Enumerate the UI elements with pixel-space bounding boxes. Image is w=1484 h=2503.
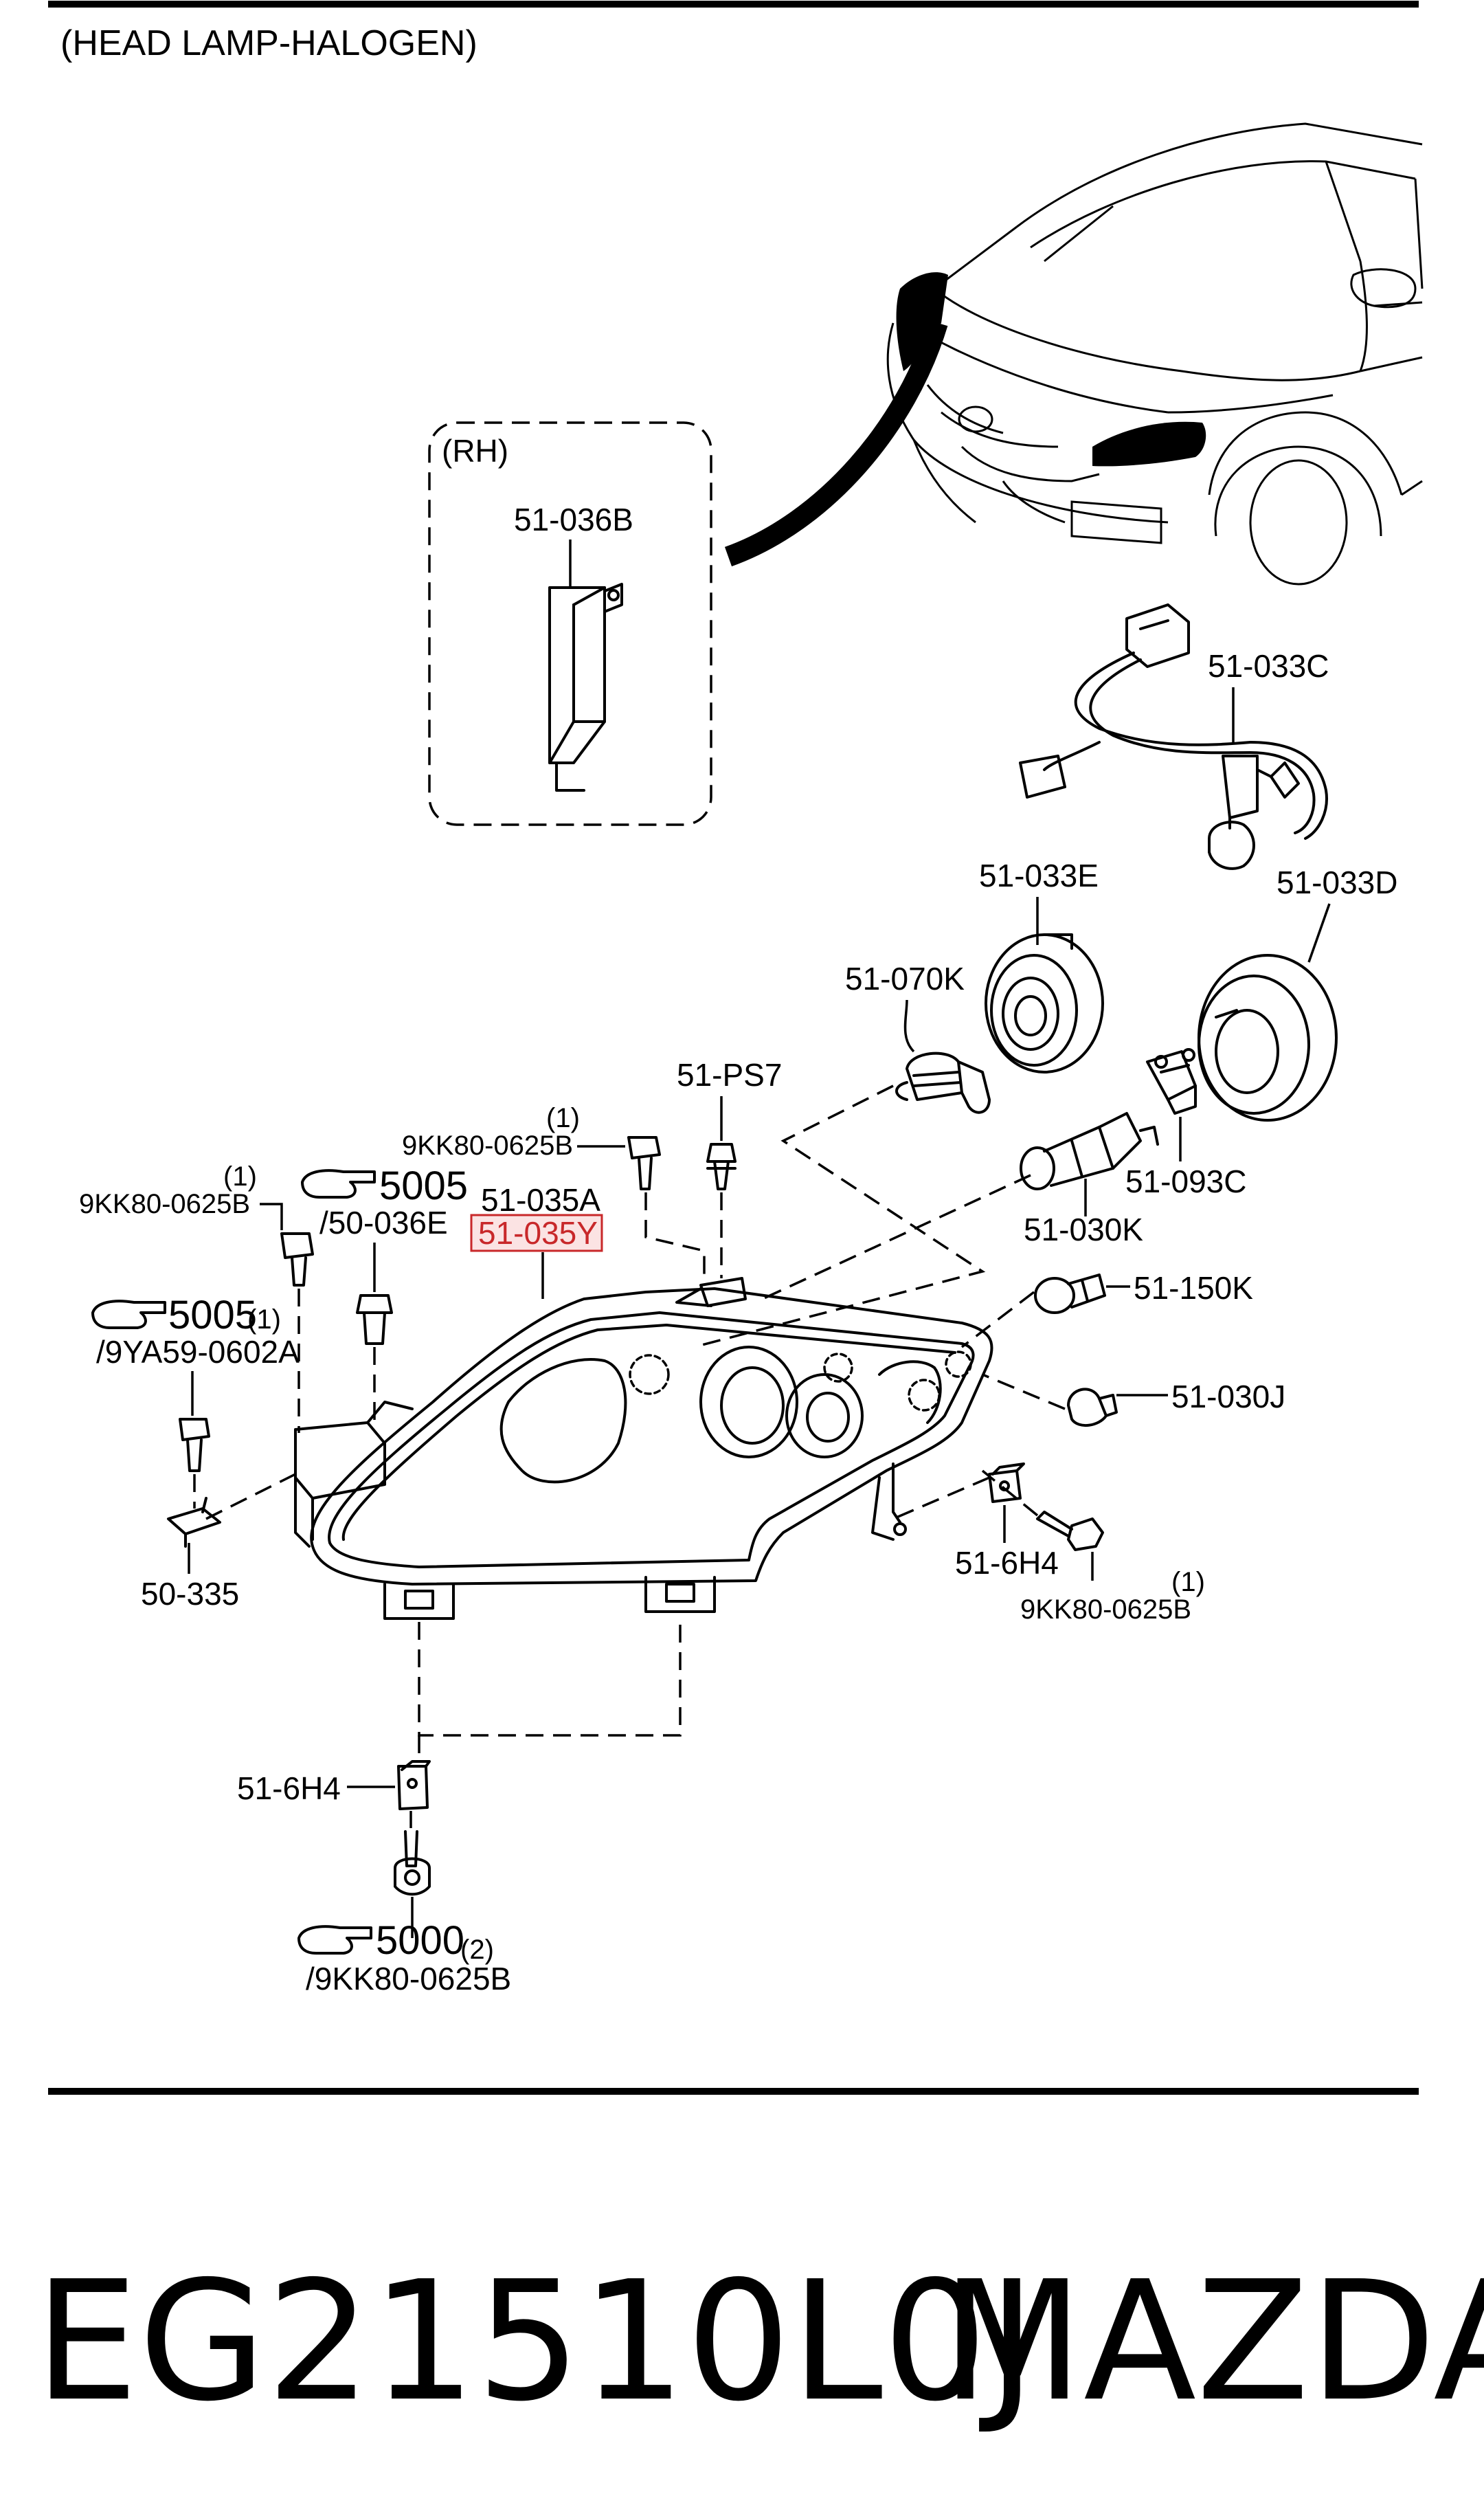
callout-5000: 5000	[376, 1918, 464, 1963]
callout-9KK80-0625B-left-qty: (1)	[223, 1161, 257, 1192]
inset-box-rh	[428, 421, 712, 826]
callout-5005b-qty: (1)	[247, 1304, 281, 1335]
callout-9KK80-0625B-top: 9KK80-0625B	[402, 1131, 573, 1161]
callout-51-033E: 51-033E	[979, 858, 1099, 893]
callout-51-093C: 51-093C	[1125, 1164, 1246, 1199]
assembly-lines	[193, 1084, 1066, 1759]
bolt-9KK80-bottom	[394, 1830, 431, 1896]
callout-50-335: 50-335	[141, 1576, 239, 1612]
car-illustration	[886, 122, 1424, 586]
footer-part-number: EG21510L0J	[34, 2245, 1036, 2438]
bulb-51-030K	[1020, 1112, 1159, 1190]
callout-5005b: 5005	[168, 1293, 257, 1337]
harness-51-033C	[1019, 603, 1328, 870]
callout-51-030J: 51-030J	[1171, 1379, 1285, 1414]
bolt-9KK80-top	[627, 1136, 661, 1190]
callout-5000-sub: /9KK80-0625B	[306, 1961, 511, 1996]
pointer-hand-icon-5005b	[91, 1300, 166, 1329]
callout-51-036B: 51-036B	[514, 502, 633, 537]
callout-51-6H4-bottom: 51-6H4	[237, 1770, 341, 1806]
socket-51-093C	[1146, 1048, 1197, 1115]
diagram-title: (HEAD LAMP-HALOGEN)	[60, 23, 477, 63]
clip-50-036E	[356, 1294, 393, 1345]
callout-51-070K: 51-070K	[845, 961, 965, 997]
callout-9KK80-0625B-right-qty: (1)	[1171, 1567, 1205, 1597]
inset-label-rh: (RH)	[442, 433, 508, 469]
car-headlamp-rh	[896, 272, 948, 371]
inset-pointer	[724, 320, 948, 567]
clip-50-335	[167, 1497, 221, 1548]
footer-brand: MAZDA	[941, 2245, 1484, 2438]
callout-5005a: 5005	[379, 1164, 468, 1208]
cap-51-033E	[985, 933, 1104, 1073]
callout-5005a-sub: /50-036E	[319, 1205, 448, 1241]
callout-51-150K: 51-150K	[1134, 1270, 1253, 1306]
bulb-51-070K	[895, 1052, 991, 1114]
bolt-9YA59	[179, 1418, 210, 1472]
bolt-9KK80-left	[280, 1232, 314, 1287]
bracket-51-036B	[548, 583, 623, 792]
bulb-51-030J	[1067, 1388, 1118, 1427]
pointer-hand-icon-5000	[297, 1925, 372, 1955]
callout-51-033C: 51-033C	[1208, 648, 1329, 684]
callout-9KK80-0625B-right: 9KK80-0625B	[1020, 1594, 1191, 1625]
bulb-51-150K	[1034, 1273, 1106, 1314]
clip-51-PS7	[706, 1143, 737, 1190]
callout-51-035Y-highlight	[470, 1214, 603, 1252]
callout-5005b-sub: /9YA59-0602A	[96, 1334, 300, 1370]
clip-51-6H4-bottom	[397, 1760, 431, 1810]
headlamp-assembly-51-035A	[294, 1277, 993, 1620]
callout-9KK80-0625B-left: 9KK80-0625B	[79, 1189, 250, 1219]
car-headlamp-lh	[1092, 421, 1206, 467]
callout-51-035A: 51-035A	[481, 1182, 600, 1218]
callout-51-6H4-right: 51-6H4	[955, 1545, 1059, 1581]
callout-9KK80-0625B-top-qty: (1)	[546, 1103, 580, 1133]
callout-51-PS7: 51-PS7	[677, 1057, 782, 1093]
clip-51-6H4-right	[988, 1462, 1025, 1503]
cap-51-033D	[1198, 954, 1338, 1122]
bolt-9KK80-right	[1036, 1511, 1104, 1551]
pointer-hand-icon-5005a	[301, 1169, 376, 1199]
callout-51-035Y: 51-035Y	[478, 1215, 598, 1251]
callout-5000-qty: (2)	[460, 1935, 494, 1965]
callout-51-033D: 51-033D	[1277, 865, 1397, 900]
callout-51-030K: 51-030K	[1024, 1212, 1143, 1247]
